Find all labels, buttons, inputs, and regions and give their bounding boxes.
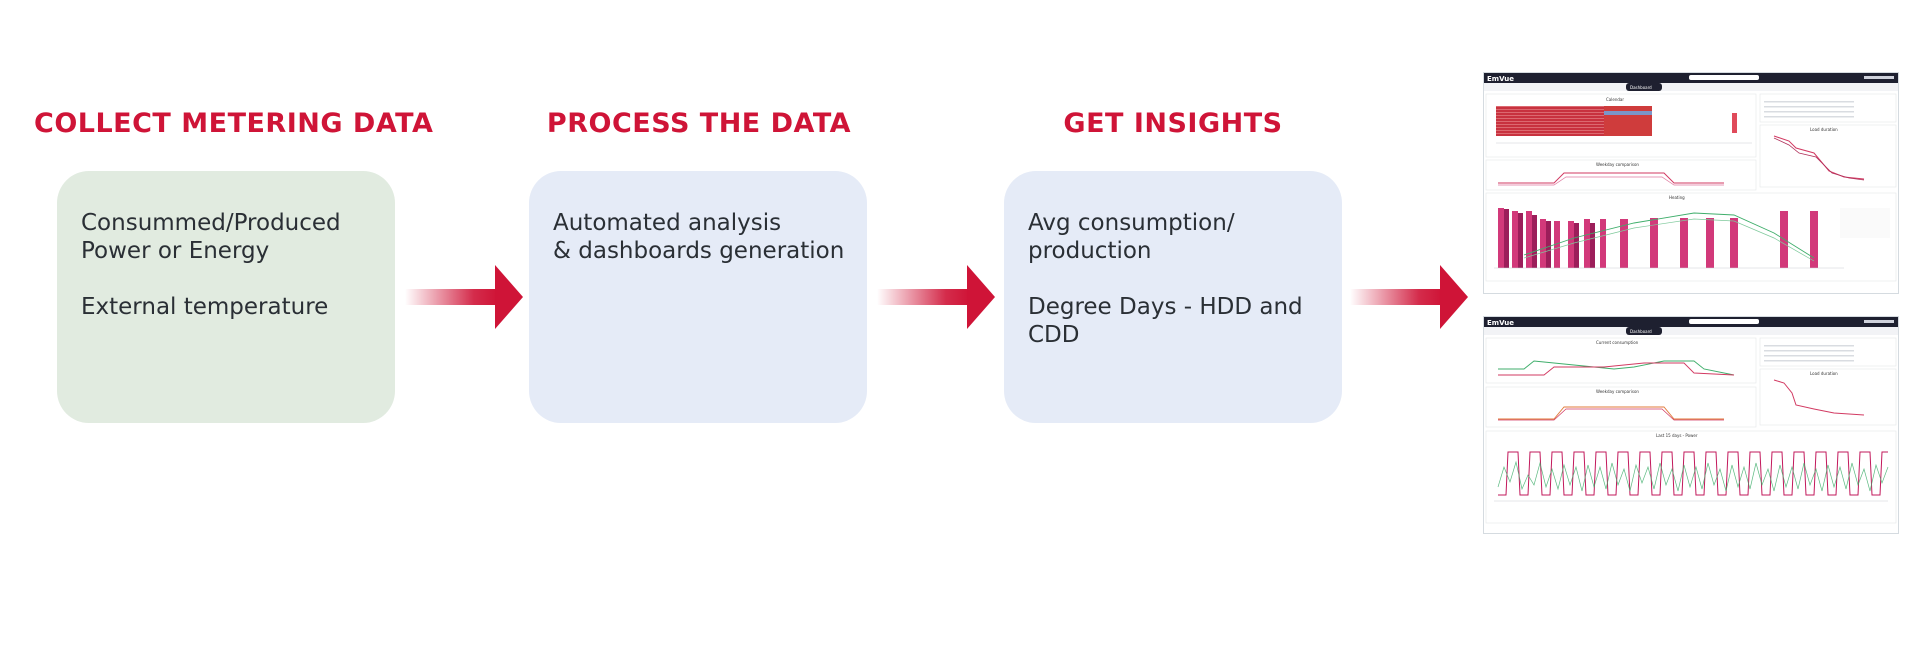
arrow-right-icon bbox=[877, 265, 995, 329]
panel-title: Calendar bbox=[1606, 97, 1624, 102]
dashboard-preview-1-graphic: EmVue Dashboard Calendar Load duration W… bbox=[1484, 73, 1898, 282]
panel-title: Weekday comparison bbox=[1596, 389, 1639, 394]
step-title-collect: COLLECT METERING DATA bbox=[34, 108, 434, 139]
panel-title: Heating bbox=[1669, 195, 1685, 200]
dashboard-preview-2-graphic: EmVue Dashboard Current consumption Load… bbox=[1484, 317, 1898, 524]
dashboard-brand: EmVue bbox=[1487, 75, 1514, 83]
card-line: External temperature bbox=[81, 294, 329, 320]
step-card-process: Automated analysis & dashboards generati… bbox=[529, 171, 867, 423]
dashboard-brand: EmVue bbox=[1487, 319, 1514, 327]
card-line: Automated analysis bbox=[553, 210, 782, 236]
dashboard-nav-tab: Dashboard bbox=[1630, 329, 1652, 334]
arrow-right-icon bbox=[405, 265, 523, 329]
step-card-insights: Avg consumption/ production Degree Days … bbox=[1004, 171, 1342, 423]
dashboard-preview-2: EmVue Dashboard Current consumption Load… bbox=[1484, 317, 1898, 533]
card-line: & dashboards generation bbox=[553, 238, 845, 264]
card-line: CDD bbox=[1028, 322, 1080, 348]
card-line: production bbox=[1028, 238, 1152, 264]
panel-title: Current consumption bbox=[1596, 340, 1639, 345]
card-line: Avg consumption/ bbox=[1028, 210, 1235, 236]
arrow-right-icon bbox=[1350, 265, 1468, 329]
step-card-collect: Consummed/Produced Power or Energy Exter… bbox=[57, 171, 395, 423]
card-line: Consummed/Produced bbox=[81, 210, 341, 236]
panel-title: Load duration bbox=[1810, 127, 1838, 132]
card-line: Power or Energy bbox=[81, 238, 270, 264]
step-title-insights: GET INSIGHTS bbox=[1063, 108, 1283, 139]
card-line: Degree Days - HDD and bbox=[1028, 294, 1303, 320]
dashboard-nav-tab: Dashboard bbox=[1630, 85, 1652, 90]
panel-title: Last 15 days - Power bbox=[1656, 433, 1698, 438]
step-title-process: PROCESS THE DATA bbox=[546, 108, 852, 139]
panel-title: Weekday comparison bbox=[1596, 162, 1639, 167]
dashboard-preview-1: EmVue Dashboard Calendar Load duration W… bbox=[1484, 73, 1898, 293]
panel-title: Load duration bbox=[1810, 371, 1838, 376]
